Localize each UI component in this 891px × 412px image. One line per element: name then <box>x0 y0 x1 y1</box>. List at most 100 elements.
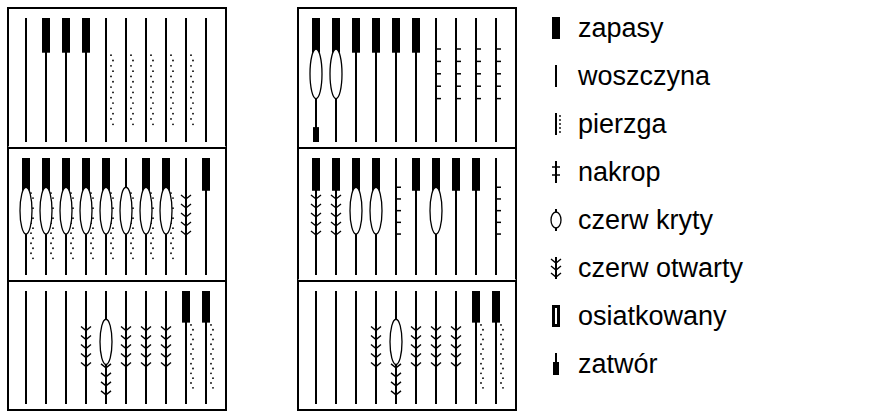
capped-brood <box>100 319 112 364</box>
capped-brood <box>120 187 132 234</box>
pollen-dot <box>130 76 132 78</box>
pollen-dot <box>190 107 192 109</box>
open-brood <box>101 391 111 395</box>
pollen-dot <box>152 92 154 94</box>
pollen-dot <box>130 118 132 120</box>
hive-box <box>298 148 516 281</box>
pollen-dot <box>480 382 482 384</box>
pollen-dot <box>52 257 54 259</box>
pollen-dot <box>132 60 134 62</box>
open-brood <box>121 336 131 340</box>
pollen-dot <box>150 54 152 56</box>
open-brood <box>101 373 111 377</box>
pollen-dot <box>212 348 214 350</box>
pollen-dot <box>92 247 94 249</box>
legend-label: czerw otwarty <box>578 253 743 283</box>
stores-mark <box>42 18 50 53</box>
legend-label: nakrop <box>578 157 661 187</box>
open-brood <box>81 327 91 331</box>
pollen-dot <box>192 102 194 104</box>
pollen-dot <box>192 92 194 94</box>
open-brood <box>81 363 91 367</box>
pollen-dot <box>192 377 194 379</box>
pollen-dot <box>482 358 484 360</box>
open-brood <box>81 336 91 340</box>
pollen-dot <box>130 65 132 67</box>
open-brood <box>431 354 441 358</box>
stores-mark <box>162 158 170 191</box>
pollen-dot <box>212 387 214 389</box>
hive-box <box>298 8 516 148</box>
pollen-dot <box>92 227 94 229</box>
pollen-dot <box>192 339 194 341</box>
pollen-dot <box>172 257 174 259</box>
nectar-tick <box>496 85 501 87</box>
stores-mark <box>22 158 30 191</box>
pollen-dot <box>110 107 112 109</box>
stores-mark <box>82 158 90 191</box>
pollen-dot <box>130 242 132 244</box>
comb-frame <box>495 158 497 275</box>
comb-frame <box>315 291 317 404</box>
capped-brood <box>160 187 172 234</box>
pollen-dot <box>190 54 192 56</box>
pollen-dot <box>170 107 172 109</box>
legend-label: osiatkowany <box>578 301 727 331</box>
hive-box <box>8 281 226 410</box>
pollen-dot <box>110 86 112 88</box>
pollen-dot <box>92 197 94 199</box>
pollen-dot <box>172 237 174 239</box>
pollen-dot <box>170 252 172 254</box>
pollen-dot <box>190 343 192 345</box>
stores-mark <box>312 158 320 191</box>
open-brood <box>101 364 111 368</box>
pollen-dot <box>130 232 132 234</box>
open-brood <box>121 363 131 367</box>
nectar-tick <box>396 222 401 224</box>
pollen-dot <box>30 242 32 244</box>
open-brood <box>331 231 341 235</box>
capped-brood <box>350 187 362 234</box>
pollen-dot <box>132 113 134 115</box>
nectar-tick <box>496 187 501 189</box>
pollen-dot <box>132 257 134 259</box>
pollen-dot <box>192 348 194 350</box>
hive-box <box>298 281 516 410</box>
nectar-tick <box>476 48 481 50</box>
open-brood <box>161 345 171 349</box>
pollen-dot <box>112 81 114 83</box>
nectar-tick <box>396 198 401 200</box>
pollen-dot <box>32 237 34 239</box>
capped-brood <box>100 187 112 234</box>
pollen-dot <box>482 339 484 341</box>
open-brood <box>121 345 131 349</box>
pollen-dot <box>110 76 112 78</box>
pollen-dot <box>480 334 482 336</box>
pollen-dot <box>150 242 152 244</box>
comb-frame <box>355 291 357 404</box>
pollen-dot <box>210 353 212 355</box>
nectar-tick <box>476 85 481 87</box>
stores-mark <box>62 18 70 53</box>
stores-mark <box>332 158 340 191</box>
open-brood <box>181 195 191 199</box>
open-brood <box>121 327 131 331</box>
nectar-tick <box>396 210 401 212</box>
pollen-dot <box>170 97 172 99</box>
nectar-tick <box>496 198 501 200</box>
nectar-tick <box>496 210 501 212</box>
open-brood <box>81 354 91 358</box>
open-brood <box>311 213 321 217</box>
pollen-dot <box>152 102 154 104</box>
open-brood <box>411 327 421 331</box>
pollen-dot <box>112 257 114 259</box>
capped-brood <box>60 187 72 234</box>
nectar-tick <box>496 48 501 50</box>
pollen-dot <box>172 123 174 125</box>
open-brood <box>431 363 441 367</box>
pollen-dot <box>190 353 192 355</box>
open-brood <box>331 195 341 199</box>
pollen-dot <box>210 334 212 336</box>
pollen-dot <box>130 252 132 254</box>
pollen-dot <box>70 232 72 234</box>
